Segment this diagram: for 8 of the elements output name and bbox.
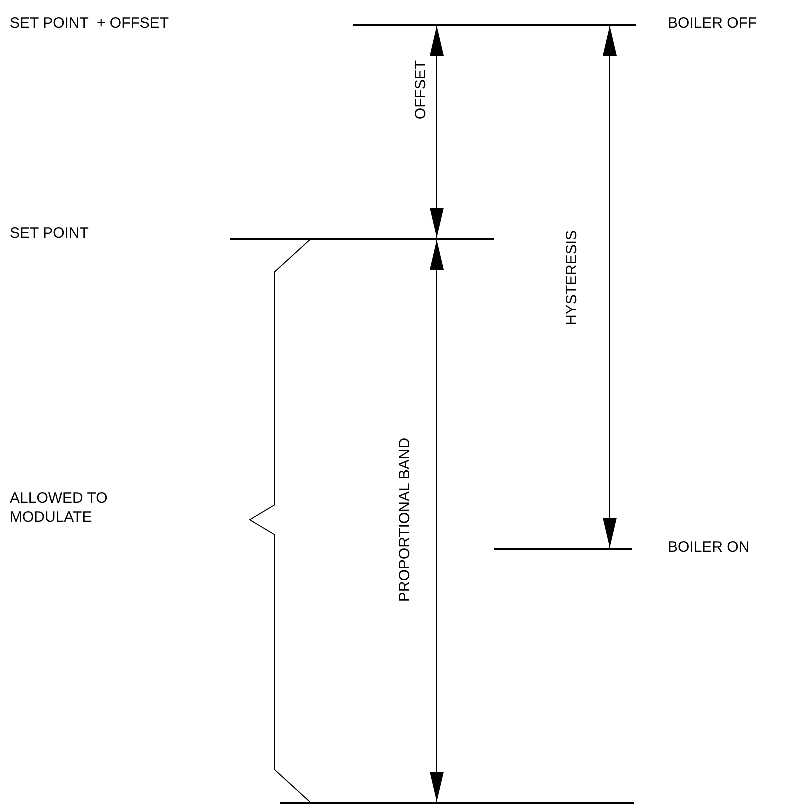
level-label: SET POINT + OFFSET	[10, 14, 170, 33]
level-label: BOILER OFF	[668, 14, 758, 33]
dimension-label: HYSTERESIS	[564, 230, 580, 326]
level-label: ALLOWED TO MODULATE	[10, 489, 109, 527]
level-label: BOILER ON	[668, 538, 750, 557]
dimension-label: OFFSET	[412, 60, 430, 120]
dimension-label: PROPORTIONAL BAND	[396, 438, 414, 602]
level-label: SET POINT	[10, 224, 89, 243]
